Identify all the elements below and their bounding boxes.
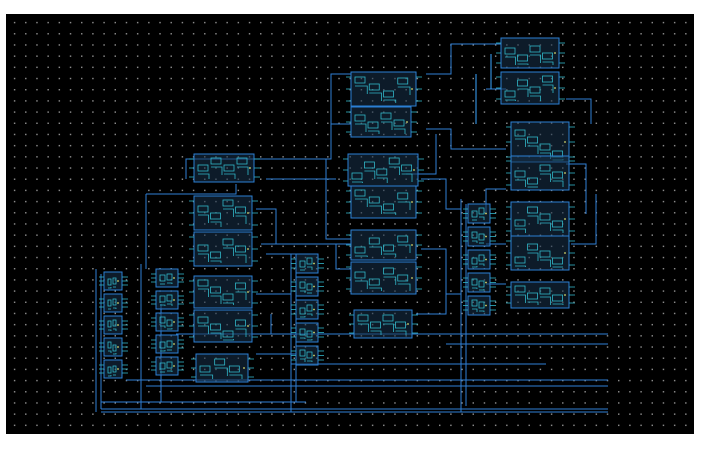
pin-icon	[117, 302, 119, 304]
logic-cell[interactable]	[291, 322, 324, 343]
wire[interactable]	[566, 98, 592, 124]
pin-icon	[411, 201, 413, 203]
logic-cell[interactable]	[291, 299, 324, 320]
pin-icon	[485, 212, 487, 215]
pin-icon	[564, 252, 566, 254]
logic-cell[interactable]	[346, 229, 422, 261]
logic-cell[interactable]	[346, 106, 417, 138]
pin-icon	[173, 277, 175, 279]
pin-icon	[117, 346, 119, 348]
pin-icon	[485, 304, 487, 307]
logic-cell[interactable]	[349, 309, 418, 339]
wire[interactable]	[261, 243, 351, 270]
wire[interactable]	[185, 73, 351, 179]
logic-cell[interactable]	[99, 337, 128, 357]
pin-icon	[407, 323, 409, 325]
pin-icon	[411, 277, 413, 279]
pin-icon	[117, 280, 119, 282]
logic-cell[interactable]	[346, 261, 422, 295]
pin-icon	[406, 121, 408, 123]
wire[interactable]	[270, 314, 351, 335]
logic-cell[interactable]	[506, 155, 575, 191]
logic-cell[interactable]	[506, 121, 575, 163]
logic-cell[interactable]	[463, 203, 496, 224]
logic-cell[interactable]	[463, 272, 496, 293]
pin-icon	[485, 235, 487, 238]
logic-cell[interactable]	[291, 253, 324, 274]
schematic-canvas[interactable]	[6, 14, 694, 434]
schematic-drawing[interactable]	[6, 14, 694, 434]
logic-cell[interactable]	[151, 268, 184, 288]
logic-cell[interactable]	[151, 334, 184, 354]
logic-cell[interactable]	[346, 71, 422, 107]
pin-icon	[564, 218, 566, 220]
logic-cell[interactable]	[99, 271, 128, 291]
pin-icon	[117, 368, 119, 370]
logic-cell[interactable]	[463, 295, 496, 316]
pin-icon	[117, 324, 119, 326]
pin-icon	[564, 294, 566, 296]
pin-icon	[313, 354, 315, 357]
logic-cell[interactable]	[99, 315, 128, 335]
logic-cell[interactable]	[151, 290, 184, 310]
pin-icon	[249, 167, 251, 169]
logic-cell[interactable]	[151, 312, 184, 332]
logic-cell[interactable]	[346, 185, 422, 219]
logic-cell[interactable]	[189, 231, 258, 267]
pin-icon	[247, 291, 249, 293]
pin-icon	[247, 248, 249, 250]
logic-cell[interactable]	[189, 309, 258, 343]
logic-cell[interactable]	[463, 249, 496, 270]
logic-cell[interactable]	[506, 235, 575, 271]
logic-cell[interactable]	[191, 353, 254, 383]
logic-cell[interactable]	[189, 153, 260, 183]
pin-icon	[313, 285, 315, 288]
pin-icon	[564, 141, 566, 143]
wire[interactable]	[416, 274, 447, 315]
logic-cell[interactable]	[99, 293, 128, 313]
pin-icon	[411, 244, 413, 246]
logic-cell[interactable]	[343, 153, 424, 187]
pin-icon	[554, 87, 556, 89]
logic-cell[interactable]	[99, 359, 128, 379]
logic-cell[interactable]	[151, 356, 184, 376]
logic-cell[interactable]	[291, 345, 324, 366]
pin-icon	[173, 299, 175, 301]
pin-icon	[173, 321, 175, 323]
pin-icon	[313, 308, 315, 311]
wire[interactable]	[325, 159, 351, 240]
wire[interactable]	[426, 128, 506, 150]
pin-icon	[564, 172, 566, 174]
logic-cell[interactable]	[463, 226, 496, 247]
pin-icon	[173, 365, 175, 367]
wire[interactable]	[571, 194, 597, 245]
wire[interactable]	[421, 178, 461, 210]
logic-cell[interactable]	[189, 275, 258, 309]
pin-icon	[243, 367, 245, 369]
logic-cell[interactable]	[291, 276, 324, 297]
pin-icon	[411, 88, 413, 90]
pin-icon	[413, 169, 415, 171]
pin-icon	[313, 331, 315, 334]
pin-icon	[485, 281, 487, 284]
wire[interactable]	[421, 248, 461, 295]
logic-cell[interactable]	[506, 201, 575, 237]
logic-cell[interactable]	[506, 281, 575, 309]
wire[interactable]	[336, 243, 352, 254]
wire[interactable]	[566, 163, 587, 214]
logic-cell[interactable]	[496, 71, 565, 105]
pin-icon	[485, 258, 487, 261]
wire[interactable]	[426, 43, 501, 75]
pin-icon	[554, 52, 556, 54]
logic-cell[interactable]	[189, 195, 258, 231]
wire[interactable]	[146, 184, 237, 195]
pin-icon	[313, 262, 315, 265]
pin-icon	[247, 212, 249, 214]
logic-cell[interactable]	[496, 37, 565, 69]
pin-icon	[173, 343, 175, 345]
pin-icon	[247, 325, 249, 327]
